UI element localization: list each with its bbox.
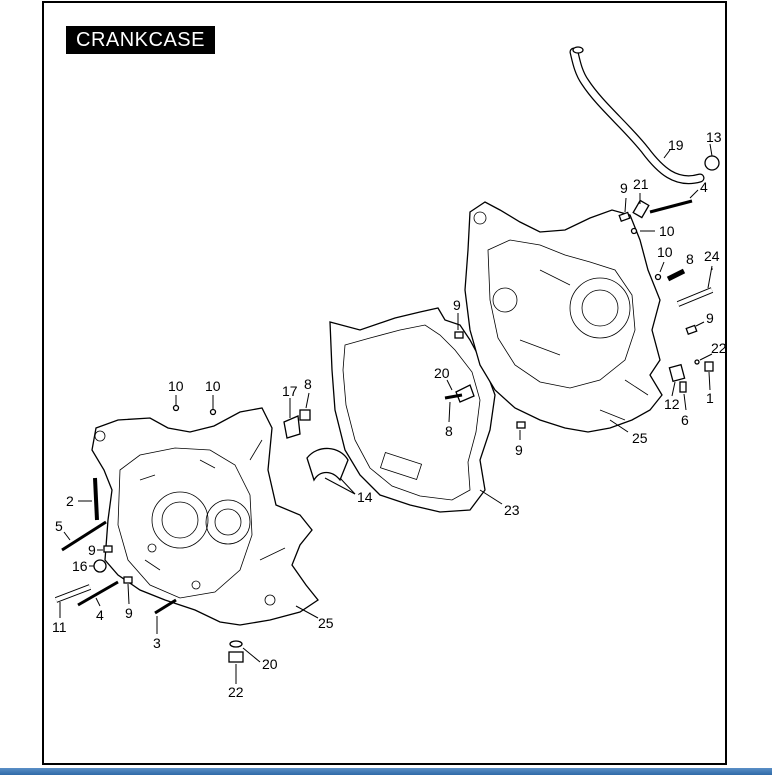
left-crankcase-half bbox=[91, 407, 319, 626]
callout-9: 9 bbox=[125, 605, 133, 621]
callout-16: 19 bbox=[668, 137, 684, 153]
fasteners-and-pins bbox=[54, 155, 720, 663]
gasket bbox=[329, 307, 496, 513]
callout-9: 9 bbox=[620, 180, 628, 196]
callout-4: 4 bbox=[700, 179, 708, 195]
callout-8: 8 bbox=[304, 376, 312, 392]
callout-10: 10 bbox=[657, 244, 673, 260]
oil-tube bbox=[569, 46, 705, 185]
callout-10: 10 bbox=[168, 378, 184, 394]
callout-21: 22 bbox=[711, 340, 727, 356]
diagram-title: CRANKCASE bbox=[66, 26, 215, 54]
callout-7: 8 bbox=[686, 251, 694, 267]
callout-1: 1 bbox=[706, 390, 714, 406]
callout-9: 9 bbox=[88, 542, 96, 558]
leader-lines bbox=[59, 143, 713, 684]
callout-11: 11 bbox=[52, 619, 67, 635]
callout-24: 24 bbox=[704, 248, 720, 264]
callout-4: 4 bbox=[96, 607, 104, 623]
callout-3: 3 bbox=[153, 635, 161, 651]
callout-9: 9 bbox=[453, 297, 461, 313]
callout-5: 5 bbox=[55, 518, 63, 534]
callout-23: 23 bbox=[504, 502, 520, 518]
callout-12: 12 bbox=[664, 396, 680, 412]
callout-18: 21 bbox=[633, 176, 649, 192]
callout-6: 6 bbox=[681, 412, 689, 428]
callout-25: 25 bbox=[632, 430, 648, 446]
callout-25: 25 bbox=[318, 615, 334, 631]
callout-10: 10 bbox=[659, 223, 675, 239]
right-crankcase-half bbox=[464, 201, 663, 433]
callout-20: 20 bbox=[262, 656, 278, 672]
callout-labels: 13 19 21 9 4 10 10 8 24 9 22 1 12 6 9 20… bbox=[52, 129, 727, 700]
callout-17: 17 bbox=[282, 383, 298, 399]
callout-9: 9 bbox=[515, 442, 523, 458]
bottom-bar bbox=[0, 768, 772, 775]
callout-2: 2 bbox=[66, 493, 74, 509]
callout-19: 20 bbox=[434, 365, 450, 381]
callout-15: 16 bbox=[72, 558, 88, 574]
callout-22: 22 bbox=[228, 684, 244, 700]
callout-14: 14 bbox=[357, 489, 373, 505]
callout-8: 8 bbox=[445, 423, 453, 439]
callout-13: 13 bbox=[706, 129, 722, 145]
callout-9: 9 bbox=[706, 310, 714, 326]
callout-10: 10 bbox=[205, 378, 221, 394]
